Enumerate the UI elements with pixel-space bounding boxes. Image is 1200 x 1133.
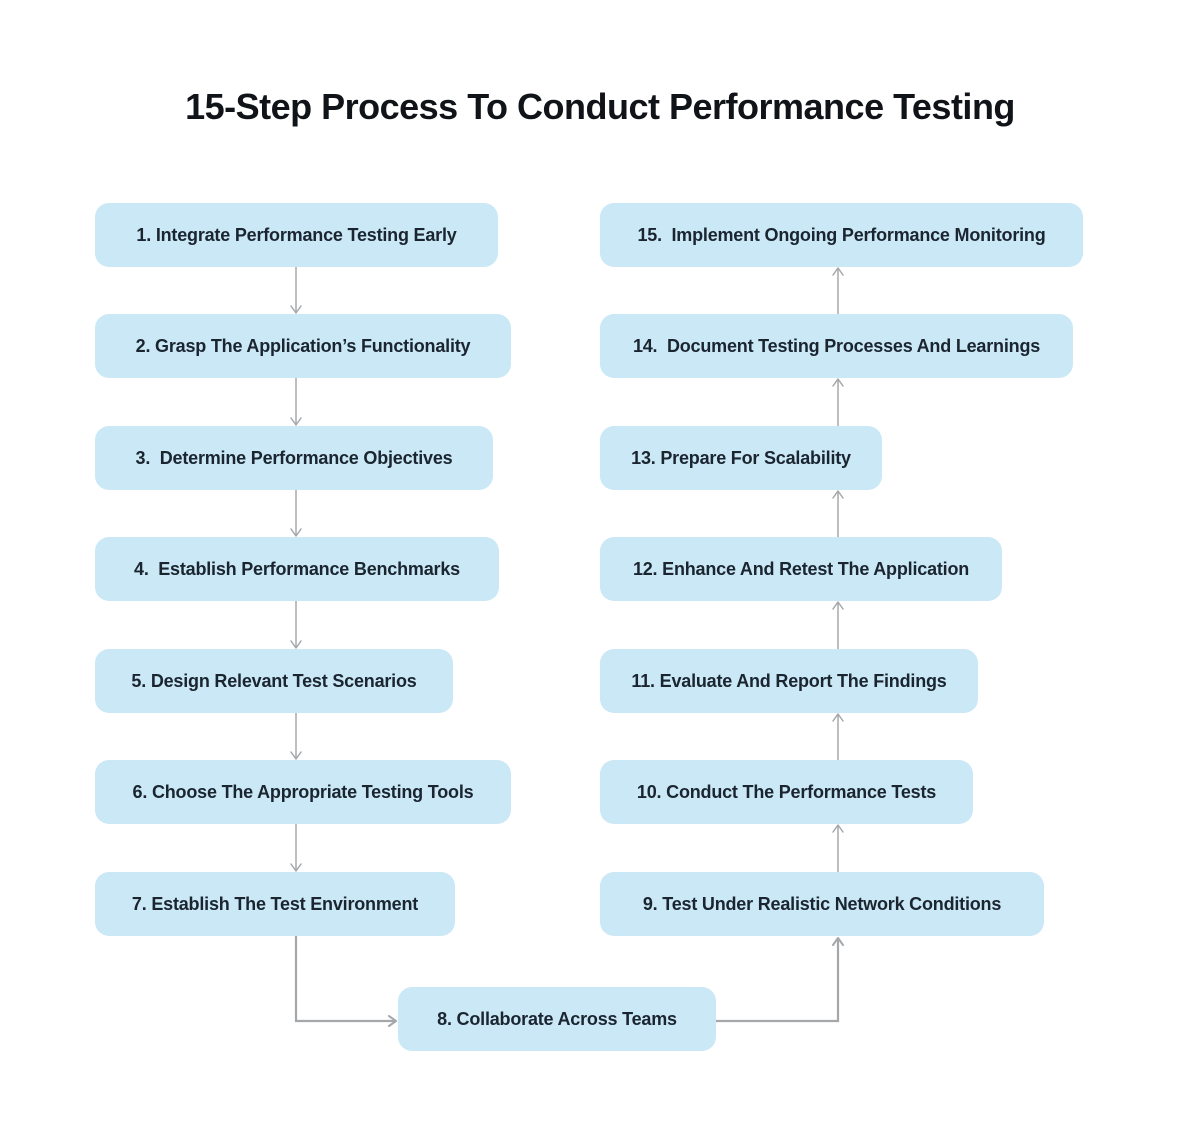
step-box-5: 5. Design Relevant Test Scenarios — [95, 649, 453, 713]
arrowhead-down-step7 — [290, 863, 302, 872]
step-box-15: 15. Implement Ongoing Performance Monito… — [600, 203, 1083, 267]
connector-step7-to-step8 — [294, 936, 396, 1023]
arrowhead-down-step4 — [290, 528, 302, 537]
step-box-7: 7. Establish The Test Environment — [95, 872, 455, 936]
arrowhead-up-step12 — [832, 601, 844, 610]
step-box-10: 10. Conduct The Performance Tests — [600, 760, 973, 824]
step-box-4: 4. Establish Performance Benchmarks — [95, 537, 499, 601]
step-box-2: 2. Grasp The Application’s Functionality — [95, 314, 511, 378]
arrowhead-right-step8 — [388, 1015, 397, 1027]
step-box-6: 6. Choose The Appropriate Testing Tools — [95, 760, 511, 824]
arrowhead-up-step10 — [832, 824, 844, 833]
arrowhead-up-step9 — [832, 937, 844, 946]
step-box-11: 11. Evaluate And Report The Findings — [600, 649, 978, 713]
arrowhead-up-step11 — [832, 713, 844, 722]
arrowhead-down-step6 — [290, 751, 302, 760]
arrowhead-up-step15 — [832, 267, 844, 276]
step-box-1: 1. Integrate Performance Testing Early — [95, 203, 498, 267]
page-title: 15-Step Process To Conduct Performance T… — [185, 86, 1015, 127]
arrowhead-down-step5 — [290, 640, 302, 649]
arrowhead-down-step3 — [290, 417, 302, 426]
step-box-12: 12. Enhance And Retest The Application — [600, 537, 1002, 601]
arrowhead-up-step14 — [832, 378, 844, 387]
step-box-13: 13. Prepare For Scalability — [600, 426, 882, 490]
step-box-8: 8. Collaborate Across Teams — [398, 987, 716, 1051]
arrowhead-up-step13 — [832, 490, 844, 499]
step-box-14: 14. Document Testing Processes And Learn… — [600, 314, 1073, 378]
connector-step8-to-step9 — [716, 938, 840, 1023]
arrowhead-down-step2 — [290, 305, 302, 314]
step-box-3: 3. Determine Performance Objectives — [95, 426, 493, 490]
step-box-9: 9. Test Under Realistic Network Conditio… — [600, 872, 1044, 936]
